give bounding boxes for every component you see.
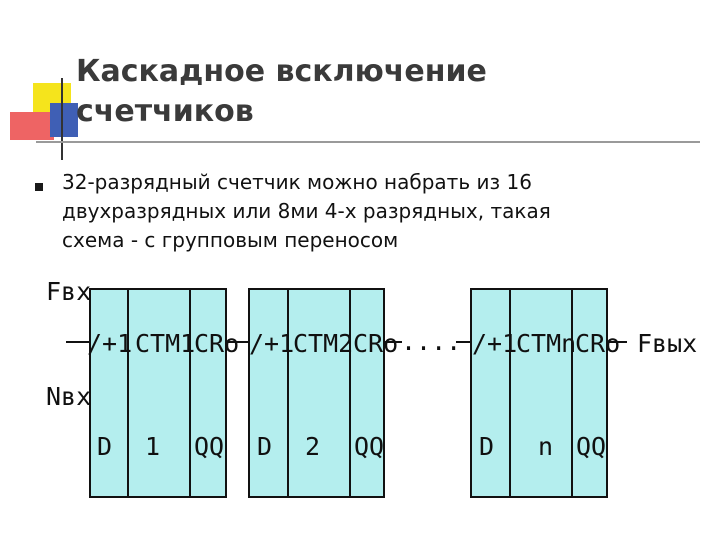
counter-block-n-q: QQ xyxy=(576,432,606,461)
ellipsis-label: .... xyxy=(401,327,461,356)
bullet-line-1: 32-разрядный счетчик можно набрать из 16 xyxy=(62,170,532,194)
counter-block-1-body xyxy=(89,288,227,498)
counter-block-1-inc: /+1 xyxy=(87,329,132,358)
bullet-line-3: схема - с групповым переносом xyxy=(62,228,399,252)
counter-block-2-inc: /+1 xyxy=(249,329,294,358)
deco-horizontal-line xyxy=(36,141,700,143)
deco-blue-square xyxy=(50,103,78,137)
counter-block-1-q: QQ xyxy=(194,432,224,461)
counter-block-n-body xyxy=(470,288,608,498)
deco-red-square xyxy=(10,112,54,140)
bullet-square-icon xyxy=(35,183,43,191)
counter-block-n-index: n xyxy=(538,432,553,461)
counter-block-2-q: QQ xyxy=(354,432,384,461)
counter-block-1: /+1 CTM1 CRo D 1 QQ xyxy=(87,288,239,498)
counter-block-2-body xyxy=(248,288,385,498)
counter-block-1-carry: CRo xyxy=(194,329,239,358)
deco-vertical-line xyxy=(61,78,63,160)
counter-block-n: /+1 CTMn CRo D n QQ xyxy=(470,288,620,498)
counter-block-1-index: 1 xyxy=(145,432,160,461)
bullet-text: 32-разрядный счетчик можно набрать из 16… xyxy=(62,168,702,255)
counter-block-2: /+1 CTM2 CRo D 2 QQ xyxy=(248,288,398,498)
bullet-line-2: двухразрядных или 8ми 4-х разрядных, так… xyxy=(62,199,551,223)
title-line-1: Каскадное всключение xyxy=(76,54,487,89)
title-line-2: счетчиков xyxy=(76,94,254,129)
counter-block-n-d: D xyxy=(479,432,494,461)
counter-block-2-d: D xyxy=(257,432,272,461)
counter-block-2-carry: CRo xyxy=(353,329,398,358)
counter-block-1-d: D xyxy=(97,432,112,461)
output-f-label: Fвых xyxy=(637,329,697,358)
slide-title: Каскадное всключение счетчиков xyxy=(76,52,696,132)
input-f-label: Fвх xyxy=(46,277,91,306)
counter-block-n-carry: CRo xyxy=(575,329,620,358)
counter-block-2-name: CTM2 xyxy=(293,329,353,358)
input-n-label: Nвх xyxy=(46,382,91,411)
counter-block-n-name: CTMn xyxy=(516,329,576,358)
counter-block-1-name: CTM1 xyxy=(135,329,195,358)
counter-block-n-inc: /+1 xyxy=(472,329,517,358)
counter-block-2-index: 2 xyxy=(305,432,320,461)
